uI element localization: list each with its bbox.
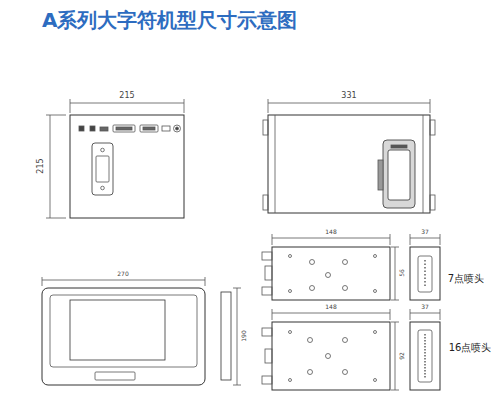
dimension: 148 (325, 304, 336, 310)
dimension: 37 (421, 304, 429, 310)
printhead-16-dot (262, 309, 440, 390)
screen-front-view (42, 277, 241, 385)
dimension: 92 (399, 352, 405, 360)
dimension: 331 (341, 92, 356, 100)
dimension: 56 (399, 269, 405, 277)
page-title: A系列大字符机型尺寸示意图 (42, 10, 297, 30)
dimension: 148 (325, 229, 336, 235)
dimension: 190 (241, 330, 247, 341)
dimension: 215 (119, 92, 134, 100)
dimension: 270 (117, 271, 128, 277)
part-label: 16点喷头 (449, 343, 492, 353)
printhead-7-dot (262, 234, 440, 300)
controller-back-view (46, 99, 184, 218)
controller-side-view (263, 99, 435, 213)
dimension: 37 (421, 229, 429, 235)
dimension: 215 (37, 158, 45, 173)
part-label: 7点喷头 (448, 274, 484, 284)
